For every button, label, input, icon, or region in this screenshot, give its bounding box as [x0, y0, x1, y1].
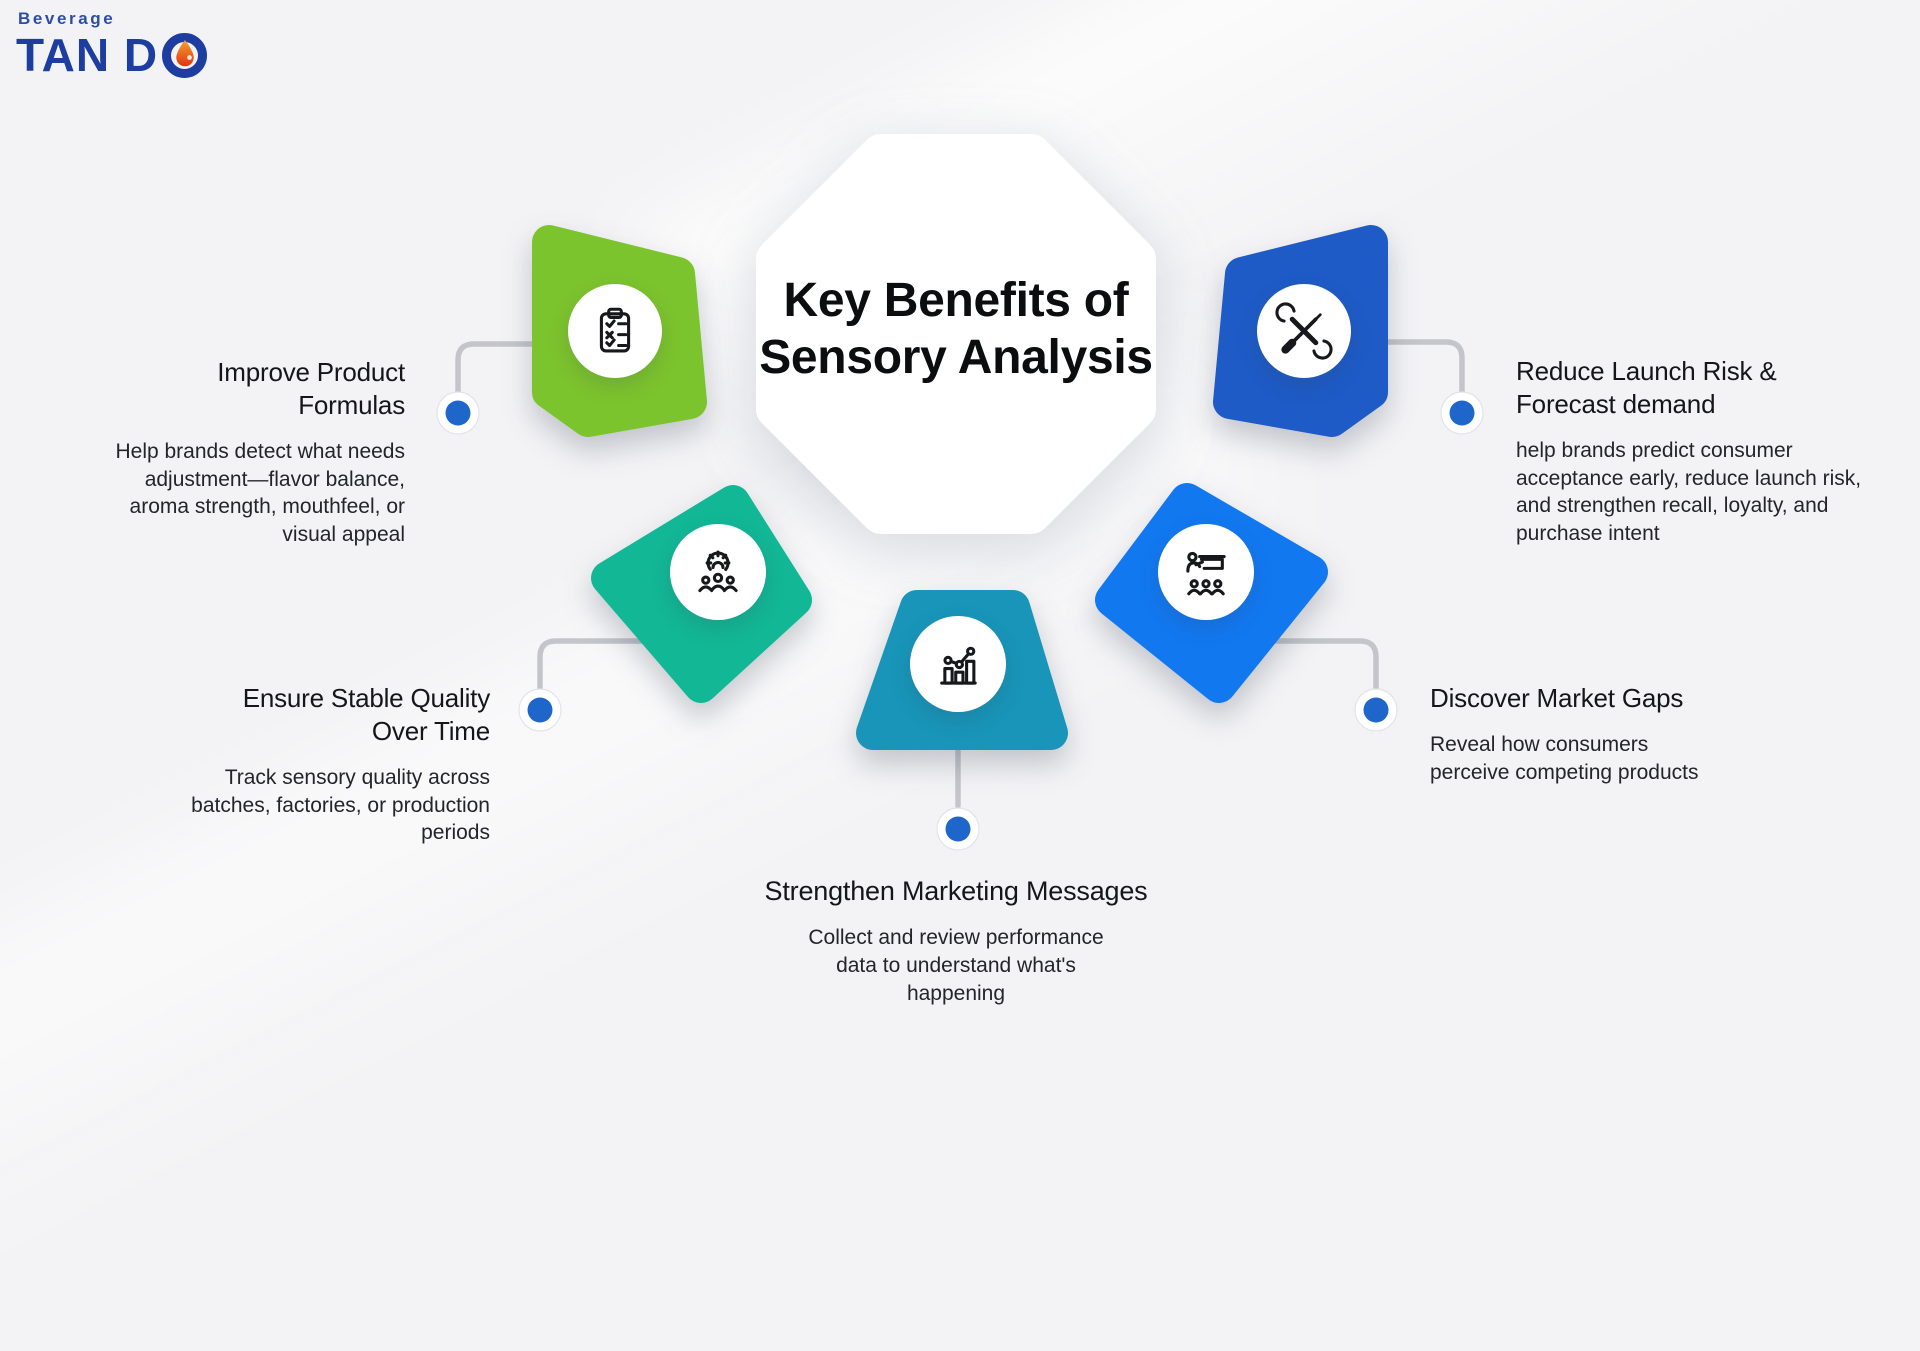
- improve-icon-circle: [568, 284, 662, 378]
- benefit-heading: Strengthen Marketing Messages: [764, 876, 1148, 906]
- center-octagon-shape: [756, 134, 1156, 534]
- connector-dot: [936, 807, 980, 851]
- benefit-heading: Discover Market Gaps: [1430, 683, 1684, 713]
- connector-lines-layer: [436, 339, 1484, 851]
- logo-tagline: Beverage: [18, 9, 116, 28]
- benefit-reduce-launch-risk: Reduce Launch Risk & Forecast demand hel…: [1516, 355, 1866, 548]
- benefit-body: help brands predict consumer acceptance …: [1516, 439, 1862, 546]
- wrench-screwdriver-icon: [1275, 302, 1333, 360]
- bar-chart-trend-icon: [940, 646, 977, 685]
- page-title-line1: Key Benefits of: [783, 274, 1129, 327]
- gear-team-icon: [698, 550, 738, 593]
- page-title: Key Benefits of Sensory Analysis: [716, 272, 1196, 386]
- ensure-icon-circle: [670, 524, 766, 620]
- logo-o-droplet-icon: [162, 32, 208, 78]
- benefit-ensure-stable-quality: Ensure Stable Quality Over Time Track se…: [185, 682, 490, 847]
- connector-dot: [436, 391, 480, 435]
- benefit-body: Reveal how consumers perceive competing …: [1430, 733, 1699, 784]
- clipboard-checklist-icon: [599, 307, 631, 353]
- page-title-line2: Sensory Analysis: [759, 331, 1153, 384]
- connector-line-improve: [455, 341, 540, 394]
- logo-brand-text: TAN D: [16, 29, 159, 81]
- benefit-heading: Reduce Launch Risk & Forecast demand: [1516, 356, 1777, 420]
- droplet-icon: [175, 40, 194, 67]
- strengthen-icon-circle: [910, 616, 1006, 712]
- benefit-body: Track sensory quality across batches, fa…: [191, 766, 490, 845]
- connector-dot: [1354, 688, 1398, 732]
- benefit-heading: Improve Product Formulas: [217, 357, 405, 421]
- connector-line-ensure: [537, 638, 691, 691]
- benefit-body: Collect and review performance data to u…: [808, 926, 1104, 1005]
- presentation-audience-icon: [1186, 551, 1226, 596]
- connector-line-discover: [1241, 638, 1379, 691]
- benefit-discover-market-gaps: Discover Market Gaps Reveal how consumer…: [1430, 682, 1750, 786]
- connector-dot: [518, 688, 562, 732]
- logo-brand-row: TAN D: [16, 29, 208, 81]
- connector-line-reduce: [1381, 339, 1465, 394]
- benefit-strengthen-marketing: Strengthen Marketing Messages Collect an…: [716, 874, 1196, 1007]
- tando-logo: Beverage TAN D: [16, 9, 208, 81]
- discover-icon-circle: [1158, 524, 1254, 620]
- connector-dot: [1440, 391, 1484, 435]
- benefit-heading: Ensure Stable Quality Over Time: [242, 683, 490, 747]
- reduce-icon-circle: [1257, 284, 1351, 378]
- benefit-improve-product-formulas: Improve Product Formulas Help brands det…: [90, 356, 405, 549]
- benefit-body: Help brands detect what needs adjustment…: [115, 440, 405, 547]
